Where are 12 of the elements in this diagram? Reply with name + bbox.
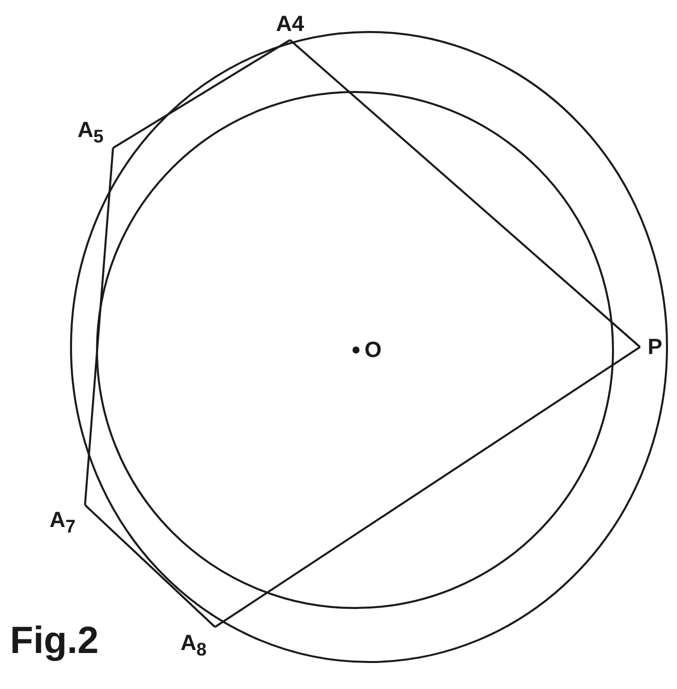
point-label: O (364, 339, 382, 361)
polygon-side (214, 346, 641, 628)
figure-caption: Fig.2 (10, 620, 99, 663)
polygon-side (112, 39, 291, 149)
point-label: P (648, 336, 662, 358)
polygon-side (84, 148, 114, 506)
point-label: A4 (276, 13, 304, 35)
polygon-side (84, 504, 216, 628)
point-label: A$_{8}$ (180, 632, 207, 658)
polygon-side (289, 39, 641, 348)
point-label: A$_{7}$ (49, 508, 76, 536)
point-label: A$_{5}$ (77, 118, 104, 146)
